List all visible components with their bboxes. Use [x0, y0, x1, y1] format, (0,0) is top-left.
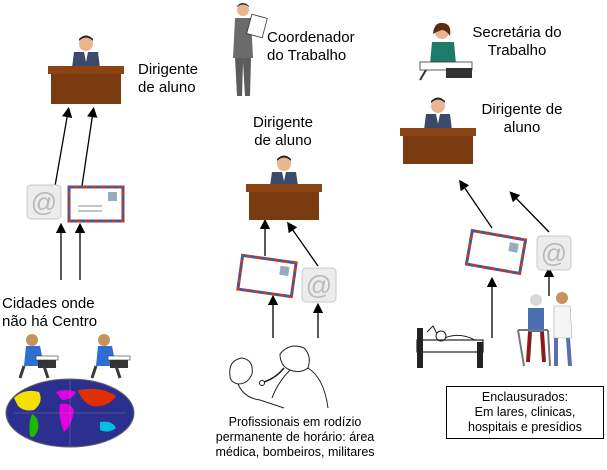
- coordinator-figure: [233, 3, 268, 96]
- at-icon-left: @: [26, 184, 62, 220]
- group-label-left: Cidades onde não há Centro: [2, 295, 98, 330]
- group-label-right: Enclausurados: Em lares, clinicas, hospi…: [446, 386, 604, 439]
- arrow-right-envelope-to-desk: [459, 179, 493, 229]
- coordinator-label: Coordenador do Trabalho: [267, 29, 355, 64]
- at-symbol-left: @: [31, 187, 57, 217]
- desk-person-left: [48, 35, 124, 104]
- desk-label-middle: Dirigente de aluno: [252, 114, 314, 146]
- secretary-figure: [419, 22, 473, 81]
- hospital-bed-sketch: [416, 325, 484, 368]
- at-icon-right: @: [536, 235, 572, 271]
- arrow-mid-at-to-desk: [287, 221, 319, 267]
- at-icon-middle: @: [301, 267, 337, 303]
- arrow-left-envelope-to-desk: [81, 106, 98, 187]
- doctor-patient-sketch: [229, 345, 329, 409]
- group-label-middle: Profissionais em rodízio permanente de h…: [215, 415, 375, 459]
- elderly-caregiver-figure: [517, 292, 573, 367]
- secretary-label: Secretária do Trabalho: [472, 24, 562, 56]
- world-map-icon: [5, 378, 135, 448]
- envelope-icon-middle: [236, 253, 298, 299]
- at-symbol-right: @: [541, 238, 567, 268]
- envelope-icon-left: [67, 185, 125, 223]
- at-symbol-middle: @: [306, 270, 332, 300]
- people-writing-left: [18, 334, 131, 379]
- envelope-icon-right: [464, 228, 528, 276]
- desk-person-middle: [246, 155, 322, 220]
- arrow-right-at-to-desk: [509, 191, 550, 233]
- arrow-left-at-to-desk: [54, 106, 73, 187]
- desk-label-left: Dirigente de aluno: [138, 61, 199, 96]
- desk-person-right: [400, 97, 476, 164]
- desk-label-right: Dirigente de aluno: [481, 101, 563, 136]
